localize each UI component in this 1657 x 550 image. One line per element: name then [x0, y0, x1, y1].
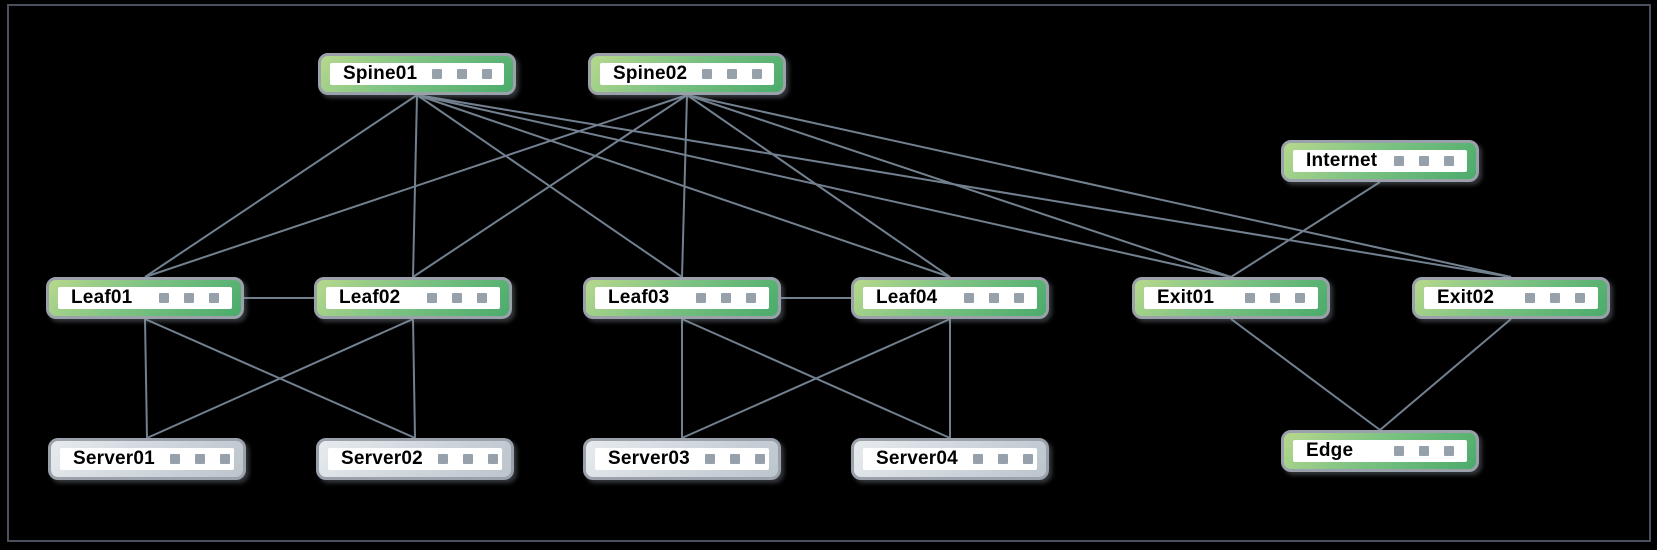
node-label: Exit01	[1157, 287, 1215, 308]
node-label: Exit02	[1437, 287, 1495, 308]
link-spine01-leaf01	[144, 94, 418, 278]
link-leaf04-server03	[681, 318, 951, 439]
link-internet-exit01	[1230, 181, 1381, 278]
link-exit01-edge	[1230, 318, 1381, 431]
ports-icon	[690, 454, 765, 464]
node-leaf02[interactable]: Leaf02	[314, 277, 512, 319]
node-exit02[interactable]: Exit02	[1412, 277, 1610, 319]
node-label-strip: Server01	[60, 448, 234, 470]
node-label-strip: Spine01	[330, 63, 504, 85]
node-label: Edge	[1306, 440, 1354, 461]
ports-icon	[687, 69, 763, 79]
link-spine01-exit01	[416, 94, 1232, 278]
link-spine02-exit02	[686, 94, 1512, 278]
node-label: Server04	[876, 448, 958, 469]
node-label-strip: Internet	[1293, 150, 1467, 172]
node-label-strip: Spine02	[600, 63, 774, 85]
node-label-strip: Exit02	[1424, 287, 1598, 309]
node-label: Server01	[73, 448, 155, 469]
node-leaf04[interactable]: Leaf04	[851, 277, 1049, 319]
node-spine01[interactable]: Spine01	[318, 53, 516, 95]
ports-icon	[144, 293, 219, 303]
node-label: Server02	[341, 448, 423, 469]
node-label: Server03	[608, 448, 690, 469]
ports-icon	[1510, 293, 1585, 303]
link-leaf02-server01	[146, 318, 414, 439]
node-edge[interactable]: Edge	[1281, 430, 1479, 472]
node-label: Internet	[1306, 150, 1378, 171]
node-label: Leaf04	[876, 287, 938, 308]
ports-icon	[412, 293, 487, 303]
ports-icon	[423, 454, 498, 464]
node-label-strip: Server03	[595, 448, 769, 470]
node-label: Spine01	[343, 63, 418, 84]
ports-icon	[1230, 293, 1305, 303]
link-spine02-exit01	[686, 94, 1232, 278]
node-exit01[interactable]: Exit01	[1132, 277, 1330, 319]
link-spine02-leaf02	[412, 94, 688, 278]
ports-icon	[1379, 446, 1454, 456]
node-label: Leaf03	[608, 287, 670, 308]
node-label-strip: Edge	[1293, 440, 1467, 462]
node-server03[interactable]: Server03	[583, 438, 781, 480]
node-label-strip: Leaf02	[326, 287, 500, 309]
node-label: Spine02	[613, 63, 688, 84]
node-label: Leaf01	[71, 287, 133, 308]
node-server04[interactable]: Server04	[851, 438, 1049, 480]
node-label-strip: Exit01	[1144, 287, 1318, 309]
node-label-strip: Server02	[328, 448, 502, 470]
ports-icon	[417, 69, 493, 79]
link-leaf01-server01	[144, 318, 148, 439]
link-exit02-edge	[1379, 318, 1512, 431]
node-label-strip: Leaf01	[58, 287, 232, 309]
ports-icon	[958, 454, 1033, 464]
node-server01[interactable]: Server01	[48, 438, 246, 480]
node-spine02[interactable]: Spine02	[588, 53, 786, 95]
link-spine02-leaf03	[681, 94, 688, 278]
node-internet[interactable]: Internet	[1281, 140, 1479, 182]
node-label-strip: Leaf04	[863, 287, 1037, 309]
ports-icon	[681, 293, 756, 303]
node-leaf01[interactable]: Leaf01	[46, 277, 244, 319]
node-server02[interactable]: Server02	[316, 438, 514, 480]
link-spine02-leaf01	[144, 94, 688, 278]
node-label-strip: Leaf03	[595, 287, 769, 309]
node-label-strip: Server04	[863, 448, 1037, 470]
node-label: Leaf02	[339, 287, 401, 308]
link-spine01-exit02	[416, 94, 1512, 278]
ports-icon	[1379, 156, 1454, 166]
link-leaf02-server02	[412, 318, 416, 439]
ports-icon	[155, 454, 230, 464]
node-leaf03[interactable]: Leaf03	[583, 277, 781, 319]
ports-icon	[949, 293, 1024, 303]
link-spine02-leaf04	[686, 94, 951, 278]
